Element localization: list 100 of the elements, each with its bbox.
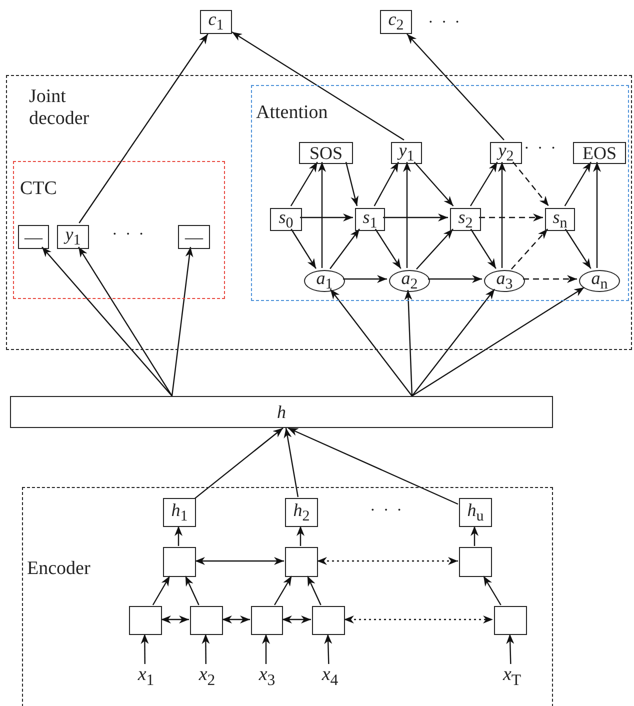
arrow [300, 214, 353, 222]
arrow [412, 286, 585, 396]
arrow [296, 526, 304, 546]
arrow [416, 228, 454, 270]
input-label: x$_{4}$ [315, 665, 345, 689]
arrow [161, 616, 189, 624]
arrow [274, 576, 292, 606]
arrow [403, 162, 411, 268]
ellipsis: · · · [112, 226, 146, 244]
rnn-cell [129, 606, 162, 635]
region-title: Joint decoder [29, 86, 90, 130]
input-label: x$_{1}$ [131, 665, 161, 689]
arrow [523, 275, 577, 283]
arrow [222, 616, 250, 624]
arrow [232, 32, 404, 140]
arrow [42, 246, 172, 396]
rnn-cell [285, 547, 318, 577]
arrow [344, 616, 493, 624]
input-label: x$_{T}$ [496, 665, 528, 689]
input-label: x$_{2}$ [192, 665, 222, 689]
state-box: s$_{2}$ [450, 208, 481, 231]
arrow [318, 162, 326, 268]
arrow [202, 634, 210, 664]
arrow [184, 576, 200, 606]
attention-region [251, 85, 629, 301]
token-box: — [18, 225, 49, 249]
arrow [78, 246, 172, 396]
arrow [194, 428, 284, 499]
arrow [383, 214, 448, 222]
arrow [174, 526, 182, 546]
rnn-cell [312, 606, 345, 635]
rnn-cell [163, 547, 196, 577]
arrow [284, 428, 299, 498]
ellipsis: · · · [370, 502, 404, 520]
arrow [171, 246, 194, 396]
arrow [140, 634, 149, 664]
arrow [482, 576, 502, 606]
ellipsis: · · · [524, 140, 558, 158]
attention-ellipse: a$_{n}$ [579, 270, 620, 292]
token-box: y$_{2}$ [490, 142, 522, 164]
arrow [78, 34, 208, 224]
rnn-cell [251, 606, 283, 635]
arrow [564, 162, 592, 206]
arrow [343, 275, 387, 283]
arrow [498, 162, 506, 268]
arrow [479, 214, 543, 222]
arrow [404, 290, 413, 396]
arrow [374, 162, 399, 206]
region-title: CTC [20, 178, 57, 200]
input-label: x$_{3}$ [252, 665, 282, 689]
arrow [324, 634, 332, 664]
rnn-cell [459, 547, 492, 577]
token-box: y$_{1}$ [391, 142, 422, 164]
output-box: h$_{u}$ [459, 498, 492, 527]
region-title: Attention [256, 102, 328, 124]
ellipsis: · · · [428, 14, 462, 32]
encoder-region [22, 487, 553, 706]
token-box: SOS [299, 142, 353, 164]
token-box: EOS [573, 142, 626, 164]
arrow [345, 162, 358, 206]
arrow [330, 288, 412, 396]
rnn-cell [494, 606, 527, 635]
attention-ellipse: a$_{3}$ [484, 270, 525, 292]
arrow [510, 228, 548, 270]
arrow [470, 162, 498, 206]
arrow [152, 576, 170, 606]
arrow [412, 288, 496, 396]
ctc-region [13, 161, 225, 299]
attention-ellipse: a$_{2}$ [389, 270, 430, 292]
region-title: Encoder [27, 558, 90, 580]
arrow [282, 616, 311, 624]
state-box: s$_{0}$ [270, 208, 302, 231]
arrow [374, 228, 402, 269]
rnn-cell [190, 606, 223, 635]
arrow [470, 228, 496, 269]
state-box: s$_{1}$ [355, 208, 385, 231]
arrow [593, 162, 601, 268]
arrow [262, 634, 270, 664]
arrow [428, 275, 482, 283]
arrow [288, 427, 458, 505]
arrow [290, 162, 318, 206]
arrow [506, 634, 514, 664]
arrow [564, 228, 592, 269]
arrow [470, 526, 478, 546]
output-box: h$_{1}$ [163, 498, 196, 527]
hidden-bar: h [10, 396, 553, 428]
arrow [317, 557, 458, 565]
token-box: y$_{1}$ [57, 225, 89, 249]
output-box: c$_{2}$ [380, 10, 412, 34]
arrow [406, 34, 504, 140]
arrow [195, 557, 284, 565]
output-box: c$_{1}$ [200, 10, 232, 34]
arrow [306, 576, 322, 606]
state-box: s$_{n}$ [545, 208, 575, 231]
decoder-region [6, 75, 632, 350]
arrow [512, 162, 550, 206]
output-box: h$_{2}$ [285, 498, 318, 527]
arrow [330, 228, 360, 270]
arrow [414, 162, 454, 206]
token-box: — [178, 225, 210, 249]
